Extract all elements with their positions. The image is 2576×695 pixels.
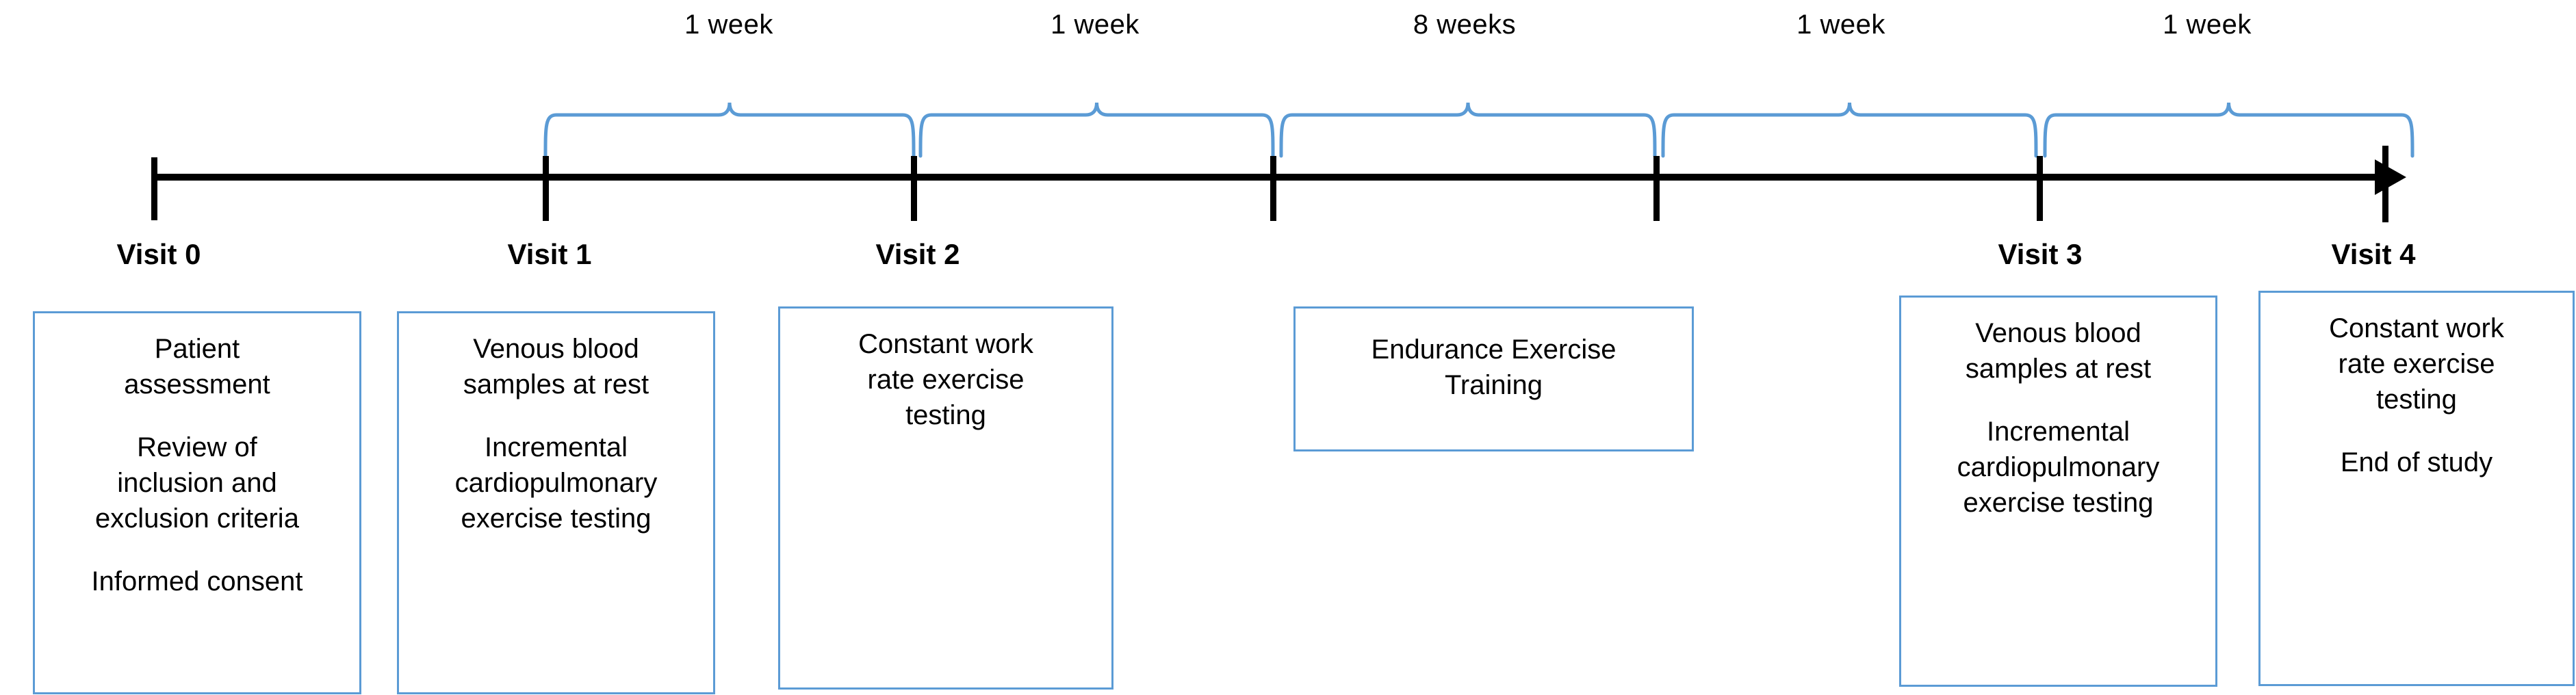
card-text-line: Informed consent [91, 566, 303, 596]
duration-label-i5: 1 week [2163, 10, 2252, 40]
axis-tick-4 [1653, 156, 1660, 221]
card-text-line: Constant work rate exercise testing [2329, 313, 2504, 415]
brace-i2 [918, 102, 1275, 158]
duration-label-i4: 1 week [1796, 10, 1885, 40]
visit-label-visit-0: Visit 0 [116, 238, 201, 270]
card-text-line: Endurance Exercise Training [1371, 335, 1617, 400]
axis-tick-5 [2037, 156, 2043, 221]
axis-line [154, 174, 2375, 181]
visit-label-visit-3: Visit 3 [1998, 238, 2083, 270]
visit-label-visit-1: Visit 1 [507, 238, 592, 270]
card-visit-2: Constant work rate exercise testing [778, 306, 1113, 690]
visit-label-visit-2: Visit 2 [875, 238, 960, 270]
axis-tick-2 [911, 156, 917, 221]
brace-i4 [1661, 102, 2038, 158]
card-text-line: Incremental cardiopulmonary exercise tes… [454, 432, 658, 534]
axis-tick-1 [543, 156, 549, 221]
card-text-line: Review of inclusion and exclusion criter… [95, 432, 299, 534]
card-text-line: Venous blood samples at rest [463, 334, 649, 399]
card-training: Endurance Exercise Training [1293, 306, 1694, 451]
axis-tick-0 [151, 157, 157, 220]
card-text-line: End of study [2340, 447, 2493, 477]
visit-label-visit-4: Visit 4 [2331, 238, 2416, 270]
brace-i3 [1279, 102, 1657, 158]
axis-tick-3 [1270, 156, 1276, 221]
card-text-line: Incremental cardiopulmonary exercise tes… [1957, 417, 2160, 518]
card-text-line: Constant work rate exercise testing [858, 329, 1033, 430]
card-text-line: Patient assessment [124, 334, 270, 399]
brace-i1 [543, 102, 916, 158]
duration-label-i3: 8 weeks [1413, 10, 1517, 40]
axis-arrow-icon [2375, 159, 2406, 195]
brace-i5 [2043, 102, 2414, 158]
duration-label-i2: 1 week [1051, 10, 1139, 40]
card-text-line: Venous blood samples at rest [1965, 318, 2152, 384]
axis-tick-6 [2382, 146, 2388, 222]
duration-label-i1: 1 week [684, 10, 773, 40]
